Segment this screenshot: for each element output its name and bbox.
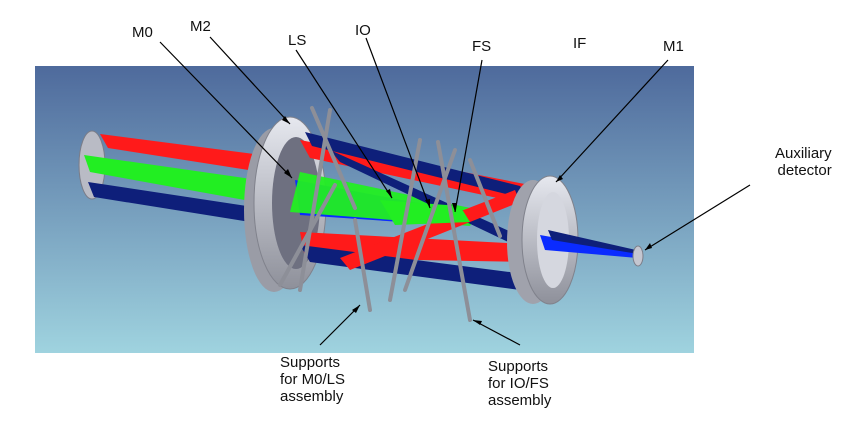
label-m1: M1 [663,38,684,55]
label-m2: M2 [190,18,211,35]
label-supports-io-fs: Supports for IO/FS assembly [488,358,552,409]
support-rods [278,106,502,322]
label-supports-m0-ls: Supports for M0/LS assembly [280,354,346,405]
detector-cone [540,230,644,267]
label-fs: FS [472,38,492,55]
label-auxiliary-detector: Auxiliary detector [775,145,832,179]
label-if: IF [573,35,587,52]
label-ls: LS [288,32,307,49]
leader-lines [159,36,751,346]
label-io: IO [355,22,371,39]
label-m0: M0 [132,24,153,41]
leader-arrowheads [282,116,652,325]
